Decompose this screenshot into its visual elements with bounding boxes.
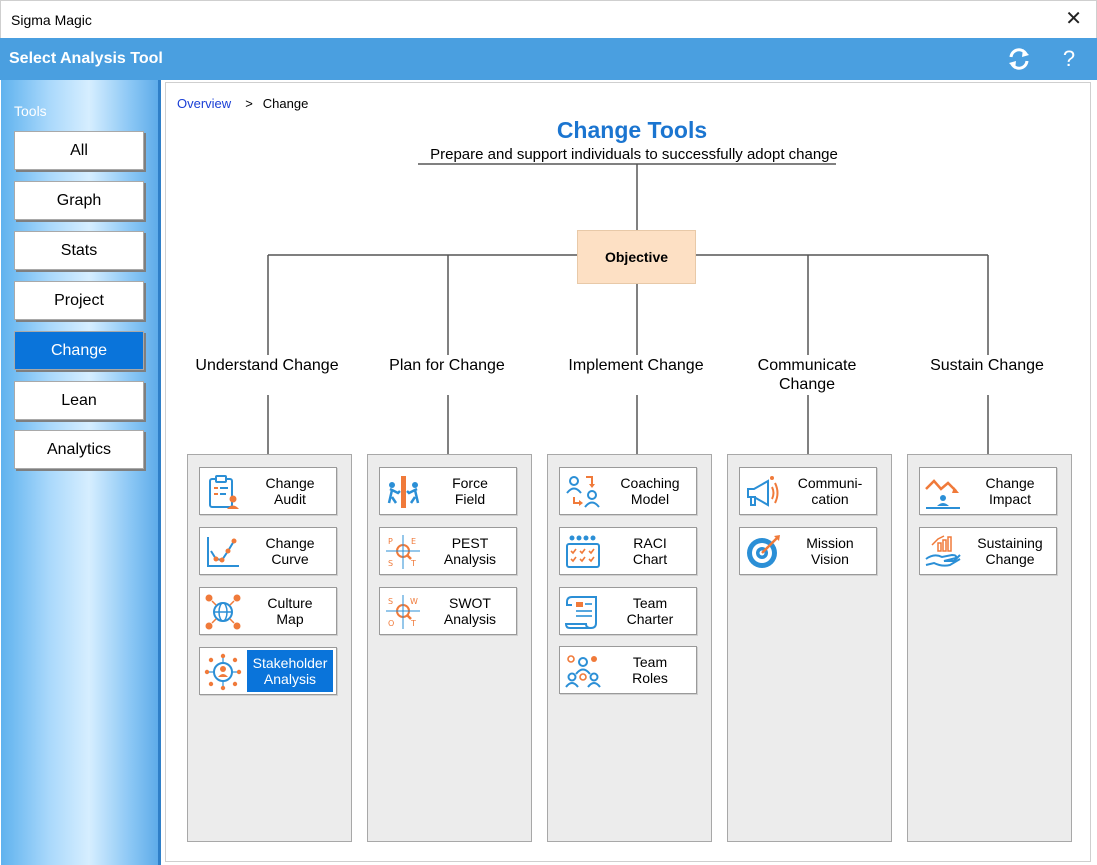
clipboard-user-icon — [209, 475, 239, 509]
panel-implement-change: Coaching Model RACI Chart — [547, 454, 712, 842]
svg-text:T: T — [410, 619, 416, 628]
tool-label: Team Charter — [626, 595, 674, 627]
sidebar-item-stats[interactable]: Stats — [14, 231, 144, 270]
close-icon[interactable]: ✕ — [1065, 8, 1082, 30]
refresh-icon[interactable] — [1004, 44, 1034, 74]
tool-pest-analysis[interactable]: P E S T PEST Analysis — [379, 527, 517, 575]
category-implement-change: Implement Change — [568, 357, 704, 374]
panel-sustain-change: Change Impact Sustaining Change — [907, 454, 1072, 842]
category-understand-change: Understand Change — [195, 357, 339, 374]
tool-label: Coaching Model — [620, 475, 680, 507]
tool-stakeholder-analysis[interactable]: Stakeholder Analysis — [199, 647, 337, 695]
dialog-title: Select Analysis Tool — [9, 50, 163, 67]
tool-label: RACI Chart — [632, 535, 668, 567]
svg-text:T: T — [410, 559, 416, 568]
pest-magnifier-icon: P E S T — [386, 535, 420, 569]
tool-swot-analysis[interactable]: S W O T SWOT Analysis — [379, 587, 517, 635]
tools-label: Tools — [14, 103, 47, 119]
svg-text:S: S — [388, 597, 393, 606]
help-icon[interactable]: ? — [1062, 46, 1076, 71]
tool-culture-map[interactable]: Culture Map — [199, 587, 337, 635]
sidebar-item-lean[interactable]: Lean — [14, 381, 144, 420]
window-titlebar: Sigma Magic ✕ — [0, 0, 1097, 38]
breadcrumb-current: Change — [262, 96, 309, 111]
dialog-header: Select Analysis Tool ? — [0, 38, 1097, 80]
tool-label: Change Curve — [265, 535, 315, 567]
tool-label: PEST Analysis — [443, 535, 497, 567]
tool-coaching-model[interactable]: Coaching Model — [559, 467, 697, 515]
sidebar-item-change[interactable]: Change — [14, 331, 144, 370]
sidebar-item-project[interactable]: Project — [14, 281, 144, 320]
svg-text:P: P — [388, 537, 393, 546]
stakeholder-hub-icon — [204, 653, 242, 691]
panel-communicate-change: Communi- cation Mission Vision — [727, 454, 892, 842]
page-title: Change Tools — [556, 117, 708, 143]
tool-label: Force Field — [452, 475, 488, 507]
sidebar-item-analytics[interactable]: Analytics — [14, 430, 144, 469]
team-roles-icon — [565, 655, 601, 688]
tool-label: SWOT Analysis — [443, 595, 497, 627]
tool-change-audit[interactable]: Change Audit — [199, 467, 337, 515]
tool-change-curve[interactable]: Change Curve — [199, 527, 337, 575]
charter-scroll-icon — [564, 596, 597, 629]
globe-network-icon — [205, 594, 241, 630]
force-push-icon — [387, 476, 420, 508]
page-subtitle: Prepare and support individuals to succe… — [430, 146, 838, 163]
svg-text:E: E — [411, 537, 416, 546]
megaphone-icon — [747, 476, 779, 507]
line-curve-chart-icon — [207, 537, 239, 567]
window-title: Sigma Magic — [11, 12, 92, 28]
objective-box: Objective — [577, 230, 696, 284]
tool-raci-chart[interactable]: RACI Chart — [559, 527, 697, 575]
tool-label: Mission Vision — [806, 535, 854, 567]
panel-plan-for-change: Force Field P E S T PEST Analysis S — [367, 454, 532, 842]
raci-calendar-icon — [566, 535, 600, 568]
category-sustain-change: Sustain Change — [930, 357, 1044, 374]
tool-team-charter[interactable]: Team Charter — [559, 587, 697, 635]
tool-label: Stakeholder Analysis — [247, 650, 333, 692]
tool-label: Culture Map — [267, 595, 313, 627]
sidebar-item-all[interactable]: All — [14, 131, 144, 170]
category-plan-for-change: Plan for Change — [389, 357, 505, 374]
panel-understand-change: Change Audit Change Curve — [187, 454, 352, 842]
tool-label: Change Audit — [265, 475, 315, 507]
tool-label: Change Impact — [985, 475, 1035, 507]
tool-communication[interactable]: Communi- cation — [739, 467, 877, 515]
impact-trend-icon — [925, 479, 960, 509]
breadcrumb: Overview > Change — [177, 96, 308, 111]
svg-text:O: O — [388, 619, 394, 628]
target-arrow-icon — [747, 535, 780, 568]
tools-sidebar: Tools All Graph Stats Project Change Lea… — [1, 80, 161, 865]
tool-team-roles[interactable]: Team Roles — [559, 646, 697, 694]
coaching-people-icon — [566, 476, 600, 508]
sidebar-item-graph[interactable]: Graph — [14, 181, 144, 220]
main-panel: Overview > Change Change Tools Prepare and… — [165, 82, 1091, 862]
breadcrumb-overview-link[interactable]: Overview — [177, 96, 232, 111]
tool-force-field[interactable]: Force Field — [379, 467, 517, 515]
breadcrumb-separator: > — [245, 96, 253, 111]
tool-mission-vision[interactable]: Mission Vision — [739, 527, 877, 575]
tool-label: Sustaining Change — [977, 535, 1043, 567]
tool-change-impact[interactable]: Change Impact — [919, 467, 1057, 515]
hand-growth-icon — [925, 535, 961, 567]
swot-magnifier-icon: S W O T — [386, 595, 420, 629]
svg-text:S: S — [388, 559, 393, 568]
tool-sustaining-change[interactable]: Sustaining Change — [919, 527, 1057, 575]
tool-label: Team Roles — [632, 654, 668, 686]
svg-text:W: W — [410, 597, 418, 606]
tool-label: Communi- cation — [797, 475, 863, 507]
category-communicate-change: Communicate Change — [757, 357, 857, 393]
